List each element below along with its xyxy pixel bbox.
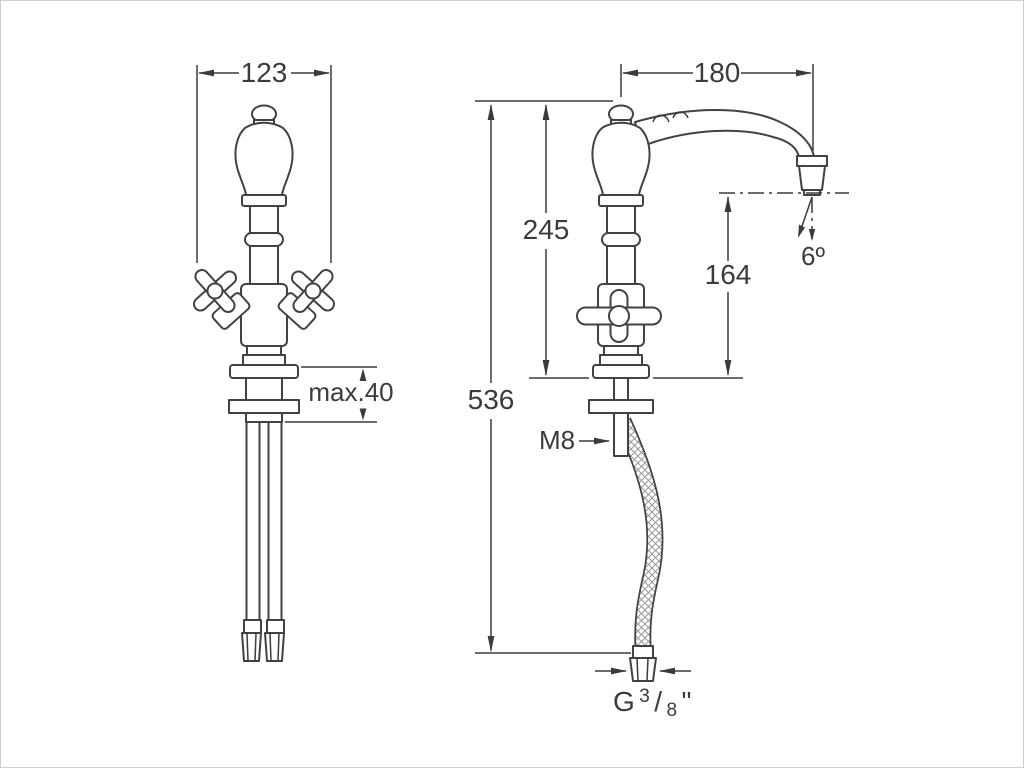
front-right-supply-hose — [267, 421, 283, 621]
side-base-collar — [599, 354, 643, 366]
side-aerator-connector — [796, 155, 828, 167]
front-lock-nut — [228, 399, 300, 414]
dim-label-height-to-top: 245 — [523, 214, 570, 245]
dim-outlet-height: 164 — [653, 192, 849, 379]
side-spout-ornament — [652, 111, 689, 123]
front-shaft-lower — [249, 245, 279, 285]
dim-label-total-height: 536 — [468, 384, 515, 415]
front-left-cross-handle — [193, 269, 237, 313]
front-left-hose-nut — [241, 632, 262, 662]
front-right-cross-handle — [291, 269, 335, 313]
dim-hose-thread: G 3 / 8 " — [595, 667, 691, 721]
side-ring — [601, 232, 641, 247]
side-collar — [598, 194, 644, 207]
dim-label-supply-thread: M8 — [539, 425, 575, 455]
front-base-collar — [242, 354, 286, 366]
dim-outlet-angle: 6º — [798, 196, 825, 271]
angle-arrow — [808, 229, 816, 241]
side-view-faucet — [576, 104, 828, 682]
side-shaft-upper — [606, 205, 636, 234]
dim-front-width: 123 — [196, 57, 332, 263]
front-valve-hub — [240, 283, 288, 347]
side-cross-handle — [576, 289, 662, 343]
front-shaft-upper — [249, 205, 279, 234]
dim-total-height: 536 — [468, 104, 631, 654]
side-base-flange — [592, 364, 650, 379]
side-flex-hose-braid — [616, 418, 662, 648]
dim-label-spout-reach: 180 — [694, 57, 741, 88]
front-left-hose-ferrule — [243, 619, 262, 634]
side-shaft-lower — [606, 245, 636, 285]
side-spout — [634, 109, 815, 159]
dim-supply-thread: M8 — [539, 425, 610, 455]
side-washer-nut — [588, 399, 654, 414]
angle-arrow — [798, 224, 805, 238]
side-hose-ferrule — [632, 645, 654, 659]
side-aerator-body — [798, 165, 826, 191]
dim-arrow-down — [359, 408, 367, 421]
side-m8-stud — [613, 377, 629, 457]
dim-arrow-up — [359, 368, 367, 381]
side-hose-nut — [629, 657, 657, 682]
side-bell-ornament — [591, 121, 651, 196]
dim-label-max-deck: max.40 — [308, 377, 393, 407]
side-hose-nut-facets — [636, 657, 649, 682]
front-neck-collar — [246, 345, 282, 356]
dim-spout-reach: 180 — [620, 57, 814, 151]
front-right-hose-ferrule — [266, 619, 285, 634]
dim-height-to-top: 245 — [523, 104, 589, 379]
front-base-flange — [229, 364, 299, 379]
front-ring — [244, 232, 284, 247]
dim-label-hose-thread: G 3 / 8 " — [613, 686, 691, 721]
dim-max-deck-thickness: max.40 — [285, 366, 394, 423]
front-view-faucet — [193, 104, 335, 662]
front-left-hose-nut-facets — [246, 632, 257, 662]
front-left-supply-hose — [245, 421, 261, 621]
front-right-hose-nut — [264, 632, 285, 662]
front-bell-ornament — [234, 121, 294, 196]
side-neck-collar — [603, 345, 639, 356]
front-right-hose-nut-facets — [269, 632, 280, 662]
dim-label-front-width: 123 — [241, 57, 288, 88]
dim-label-outlet-height: 164 — [705, 259, 752, 290]
front-collar — [241, 194, 287, 207]
dim-label-outlet-angle: 6º — [801, 241, 825, 271]
